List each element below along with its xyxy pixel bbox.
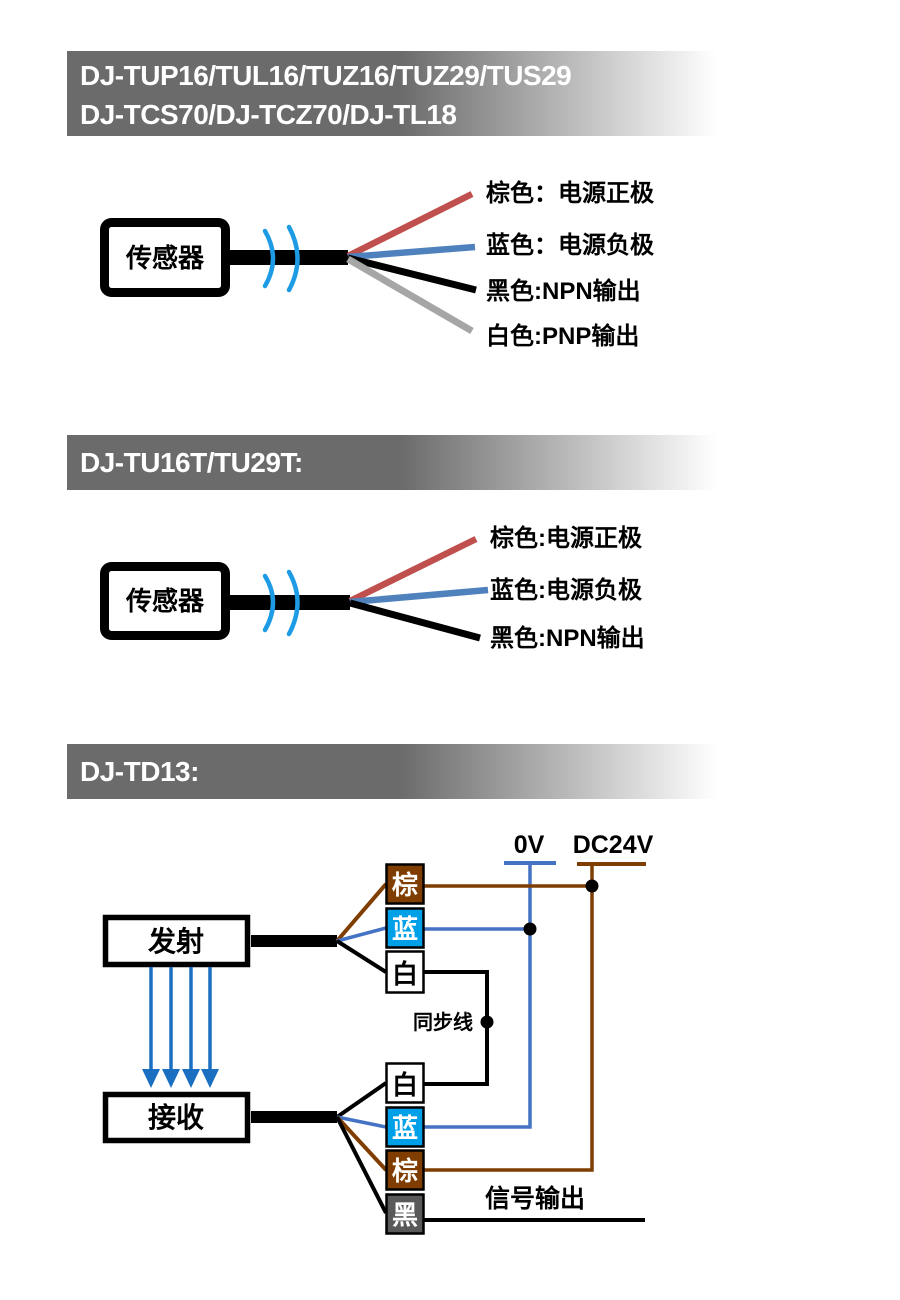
brown-wire-label: 棕色:电源正极 [490, 524, 642, 552]
diagram-4wire-sensor: 传感器 棕色：电源正极 蓝色：电源负极 黑色:NPN输出 白色:PNP输出 [100, 179, 654, 350]
rx-blue-wire-box-label: 蓝 [392, 1113, 418, 1143]
tx-white-wire-box-label: 白 [392, 959, 418, 989]
sync-label: 同步线 [413, 1010, 473, 1034]
rx-white-wire-box [385, 1062, 425, 1104]
white-wire-label: 白色:PNP输出 [486, 322, 639, 350]
header-bar-models-2: DJ-TU16T/TU29T: [67, 435, 900, 490]
sensor-box-label: 传感器 [125, 586, 205, 616]
header-line-1: DJ-TUP16/TUL16/TUZ16/TUZ29/TUS29 [80, 60, 572, 91]
transmitter-box [102, 914, 251, 968]
black-wire-label: 黑色:NPN输出 [490, 624, 645, 652]
rx-brown-wire-box-label: 棕 [392, 1156, 418, 1186]
beam-arc-icon [262, 573, 276, 633]
brown-power-wire [348, 536, 478, 604]
rx-black-wire-box-label: 黑 [392, 1200, 418, 1230]
rx-brown-wire-box [385, 1149, 425, 1191]
rail-0v-wire [424, 863, 532, 1129]
blue-wire-label: 蓝色:电源负极 [490, 576, 642, 604]
header-line-2: DJ-TCS70/DJ-TCZ70/DJ-TL18 [80, 99, 457, 130]
tx-brown-wire-box-label: 棕 [392, 870, 418, 900]
black-wire-label: 黑色:NPN输出 [486, 277, 641, 305]
rx-blue-wire-box [385, 1106, 425, 1148]
rx-blue-fan-wire [336, 1115, 387, 1129]
header-line: DJ-TD13: [80, 756, 199, 787]
beam-arc-icon [286, 569, 300, 637]
brown-wire-label: 棕色：电源正极 [486, 179, 654, 207]
beam-arrow-head [201, 1069, 219, 1088]
sensor-box [100, 562, 230, 640]
tx-blue-fan-wire [336, 926, 387, 943]
rail-dc24v-label: DC24V [573, 831, 654, 859]
junction-dot [523, 922, 537, 936]
blue-power-wire [347, 243, 476, 261]
beam-arrows-icon [142, 967, 219, 1088]
junction-dot [480, 1015, 494, 1029]
rail-0v-label: 0V [514, 831, 545, 859]
tx-white-fan-wire [335, 939, 388, 974]
tx-blue-wire-box [385, 907, 425, 949]
header-bar-models-3: DJ-TD13: [67, 744, 900, 799]
junction-dot [585, 879, 599, 893]
rx-white-wire-box-label: 白 [392, 1070, 418, 1100]
brown-power-wire [346, 191, 474, 259]
beam-arc-icon [286, 224, 300, 293]
sensor-box-label: 传感器 [125, 243, 205, 273]
transmitter-label: 发射 [147, 925, 204, 957]
header-bar-models-1: DJ-TUP16/TUL16/TUZ16/TUZ29/TUS29 DJ-TCS7… [67, 51, 900, 136]
black-npn-wire [347, 254, 477, 294]
sensor-box [100, 218, 230, 297]
rail-dc24v-wire [424, 864, 594, 1172]
diagram-td13: 0V DC24V 发射 棕 蓝 白 同步线 [102, 831, 654, 1235]
beam-arrow-head [142, 1069, 160, 1088]
receiver-label: 接收 [148, 1102, 204, 1133]
signal-output-label: 信号输出 [485, 1184, 585, 1213]
rx-brown-fan-wire [335, 1115, 388, 1172]
receiver-box [102, 1091, 251, 1144]
beam-arc-icon [262, 228, 276, 289]
black-npn-wire [349, 599, 481, 642]
rx-black-wire-box [385, 1193, 425, 1235]
beam-arrow-head [182, 1069, 200, 1088]
tx-brown-wire-box [385, 863, 425, 905]
white-pnp-wire [346, 255, 474, 335]
tx-white-wire-box [385, 950, 425, 994]
rx-black-fan-wire [335, 1116, 388, 1214]
tx-brown-fan-wire [335, 882, 388, 943]
beam-arrow-head [162, 1069, 180, 1088]
rx-white-fan-wire [335, 1081, 388, 1119]
diagram-3wire-sensor: 传感器 棕色:电源正极 蓝色:电源负极 黑色:NPN输出 [100, 524, 645, 652]
blue-power-wire [349, 586, 489, 606]
tx-blue-wire-box-label: 蓝 [392, 914, 418, 944]
blue-wire-label: 蓝色：电源负极 [486, 231, 654, 259]
header-line: DJ-TU16T/TU29T: [80, 447, 303, 478]
